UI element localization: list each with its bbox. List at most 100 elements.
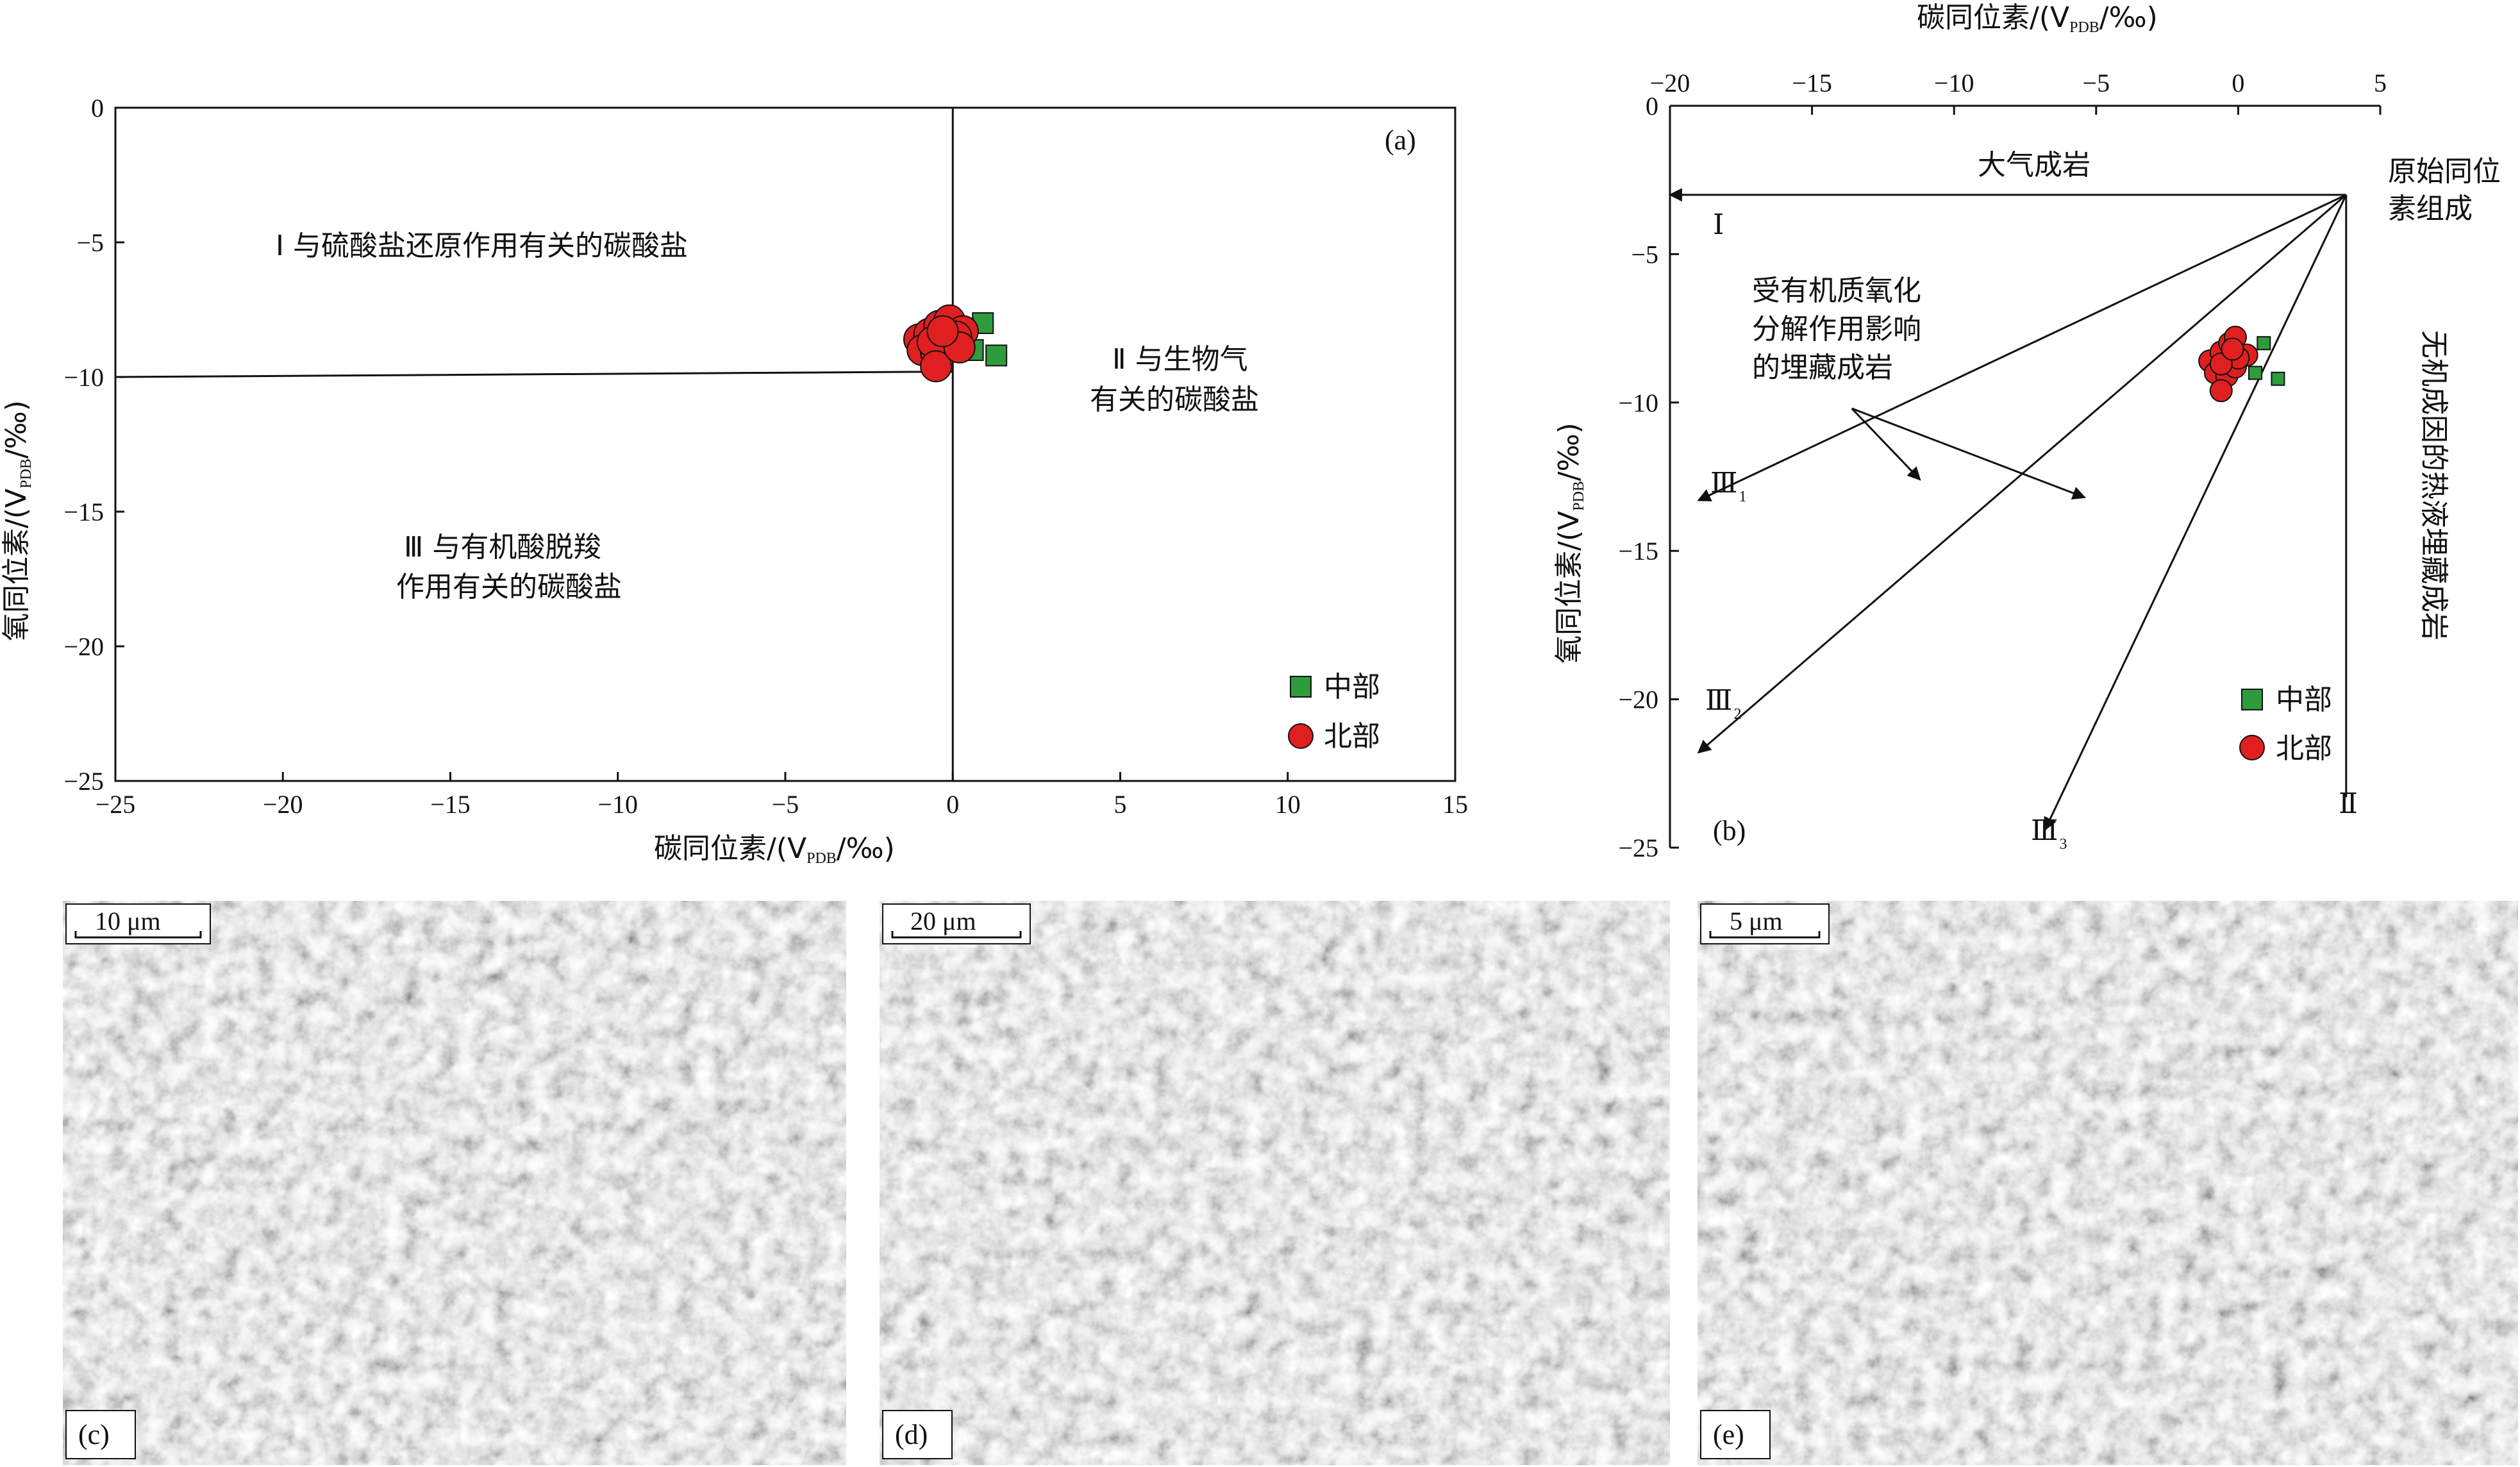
chart-a-y-tick-label: −25: [63, 767, 104, 796]
chart-a-x-tick-label: 0: [946, 790, 959, 819]
chart-a-frame: [114, 106, 1456, 782]
chart-a-x-tick-label: −10: [597, 790, 638, 819]
chart-a-legend-marker-central: [1290, 676, 1312, 698]
chart-a-legend: 中部 北部: [1288, 671, 1380, 753]
micrograph-c: 10 μm (c): [63, 901, 846, 1465]
chart-b-x-tick-label: −5: [2083, 69, 2110, 97]
chart-b-organic-label-line2: 分解作用影响: [1752, 313, 1921, 346]
chart-a-legend-marker-north: [1288, 723, 1314, 749]
chart-a-region-1: Ⅰ 与硫酸盐还原作用有关的碳酸盐: [276, 230, 688, 262]
micrograph-c-scale-text: 10 μm: [95, 907, 161, 935]
chart-a-divider-horizontal: [115, 371, 953, 378]
chart-b-y-tick-label: −15: [1618, 537, 1658, 566]
chart-a-legend-label-central: 中部: [1324, 671, 1380, 703]
chart-b-organic-label-line1: 受有机质氧化: [1752, 274, 1921, 307]
chart-b-y-tick-label: −20: [1618, 685, 1658, 714]
chart-b-y-axis-label: 氧同位素/(VPDB/‰): [1553, 423, 1587, 664]
chart-b: −20 −15 −10 −5 0 5 0 −5 −10 −15 −20 −25 碳同位素/(VPDB/…: [1553, 1, 2501, 862]
chart-a-x-tick-label: −15: [430, 790, 471, 819]
chart-a-region-2-line2: 有关的碳酸盐: [1090, 383, 1259, 416]
chart-b-legend-marker-north: [2239, 735, 2265, 760]
micrograph-d-label: (d): [895, 1419, 928, 1450]
micrograph-e-image: [1698, 901, 2518, 1465]
chart-a-y-tick-label: −5: [76, 228, 104, 257]
chart-b-x-tick-label: −15: [1792, 69, 1832, 97]
micrograph-c-label: (c): [78, 1419, 110, 1450]
chart-b-roman-III2: Ⅲ2: [1705, 685, 1741, 723]
chart-b-diagenesis-arrow: [1697, 194, 2347, 501]
chart-b-roman-III1: Ⅲ1: [1710, 467, 1746, 505]
chart-a-x-tick-label: −5: [772, 790, 799, 819]
chart-b-legend-label-central: 中部: [2276, 683, 2332, 716]
chart-b-y-tick-label: −5: [1631, 240, 1658, 269]
chart-b-point-central: [2257, 336, 2271, 351]
chart-b-point-north: [2209, 379, 2233, 403]
chart-b-hydrothermal-label: 无机成因的热液埋藏成岩: [2417, 330, 2450, 641]
chart-a-legend-label-north: 北部: [1324, 720, 1380, 753]
chart-a-panel-label: (a): [1385, 124, 1416, 156]
micrograph-d: 20 μm (d): [880, 901, 1670, 1465]
chart-b-point-north: [2221, 337, 2244, 361]
micrograph-c-scale-bar: [74, 931, 202, 939]
chart-b-legend-marker-central: [2241, 689, 2263, 710]
chart-b-legend-label-north: 北部: [2276, 732, 2332, 765]
chart-b-points: [2198, 325, 2285, 403]
chart-a-y-tick-label: −10: [63, 363, 104, 392]
chart-a-x-axis-label: 碳同位素/(VPDB/‰): [654, 832, 895, 867]
micrograph-e-scale-text: 5 μm: [1730, 907, 1783, 935]
chart-a-y-tick-label: −20: [63, 632, 104, 661]
chart-b-roman-II: Ⅱ: [2339, 788, 2358, 819]
chart-b-annotation-pointer: [1851, 408, 1921, 481]
chart-a-x-tick-label: 5: [1114, 790, 1127, 819]
chart-b-point-central: [2248, 365, 2262, 380]
chart-a-y-axis-label: 氧同位素/(VPDB/‰): [0, 400, 35, 641]
micrograph-c-image: [63, 901, 846, 1465]
chart-a-x-tick-label: −20: [263, 790, 303, 819]
micrograph-e-label: (e): [1713, 1419, 1744, 1450]
micrograph-e-label-box: [1700, 1410, 1771, 1459]
micrograph-c-label-box: [65, 1410, 136, 1459]
chart-b-x-tick-label: −10: [1934, 69, 1974, 97]
chart-a-point-north: [920, 350, 953, 383]
chart-b-point-central: [2271, 371, 2285, 386]
chart-b-legend: 中部 北部: [2239, 683, 2332, 765]
chart-a-region-3-line1: Ⅲ 与有机酸脱羧: [404, 531, 601, 564]
chart-b-annotation-pointer: [1851, 407, 2087, 499]
micrograph-e: 5 μm (e): [1698, 901, 2518, 1465]
micrograph-d-scale-bar: [891, 931, 1022, 939]
chart-b-diagenesis-arrow: [2044, 194, 2348, 832]
chart-b-x-tick-label: 0: [2232, 69, 2244, 97]
chart-b-y-tick-label: −25: [1618, 834, 1658, 862]
chart-b-meteoric-label: 大气成岩: [1978, 149, 2090, 181]
chart-b-x-tick-label: −20: [1650, 69, 1690, 97]
chart-a-points: [903, 304, 1008, 383]
chart-b-organic-label-line3: 的埋藏成岩: [1752, 351, 1893, 384]
micrograph-d-label-box: [882, 1410, 953, 1459]
chart-b-y-tick-label: 0: [1646, 92, 1658, 121]
chart-a-y-tick-label: −15: [63, 498, 104, 526]
chart-a-x-tick-label: −25: [96, 790, 136, 819]
chart-a-region-3-line2: 作用有关的碳酸盐: [396, 571, 622, 603]
micrograph-d-scale-text: 20 μm: [910, 907, 976, 935]
chart-b-panel-label: (b): [1713, 815, 1746, 846]
chart-b-x-tick-label: 5: [2374, 69, 2387, 97]
chart-a-x-tick-label: 10: [1275, 790, 1301, 819]
chart-a-point-central: [985, 344, 1008, 367]
chart-b-origin-label-line1: 原始同位: [2388, 155, 2501, 188]
chart-b-origin-label-line2: 素组成: [2388, 192, 2473, 225]
chart-a-y-tick-label: 0: [91, 94, 104, 122]
chart-b-roman-I: Ⅰ: [1713, 209, 1724, 240]
micrograph-e-scale-bar: [1709, 931, 1821, 939]
chart-a-point-north: [926, 315, 959, 348]
chart-b-roman-III3: Ⅲ3: [2031, 815, 2067, 853]
chart-a-region-2-line1: Ⅱ 与生物气: [1112, 343, 1248, 376]
chart-b-x-axis-label: 碳同位素/(VPDB/‰): [1917, 1, 2158, 36]
chart-b-y-tick-label: −10: [1618, 389, 1658, 417]
micrograph-d-image: [880, 901, 1670, 1465]
chart-b-ticks: −20 −15 −10 −5 0 5 0 −5 −10 −15 −20 −25: [1618, 69, 2387, 862]
chart-a-ticks: −25 −20 −15 −10 −5 0 5 10 15 0 −5 −10 −15 −20 −25: [63, 94, 1468, 819]
chart-b-arrows: [1668, 188, 2348, 832]
chart-a-x-tick-label: 15: [1442, 790, 1468, 819]
